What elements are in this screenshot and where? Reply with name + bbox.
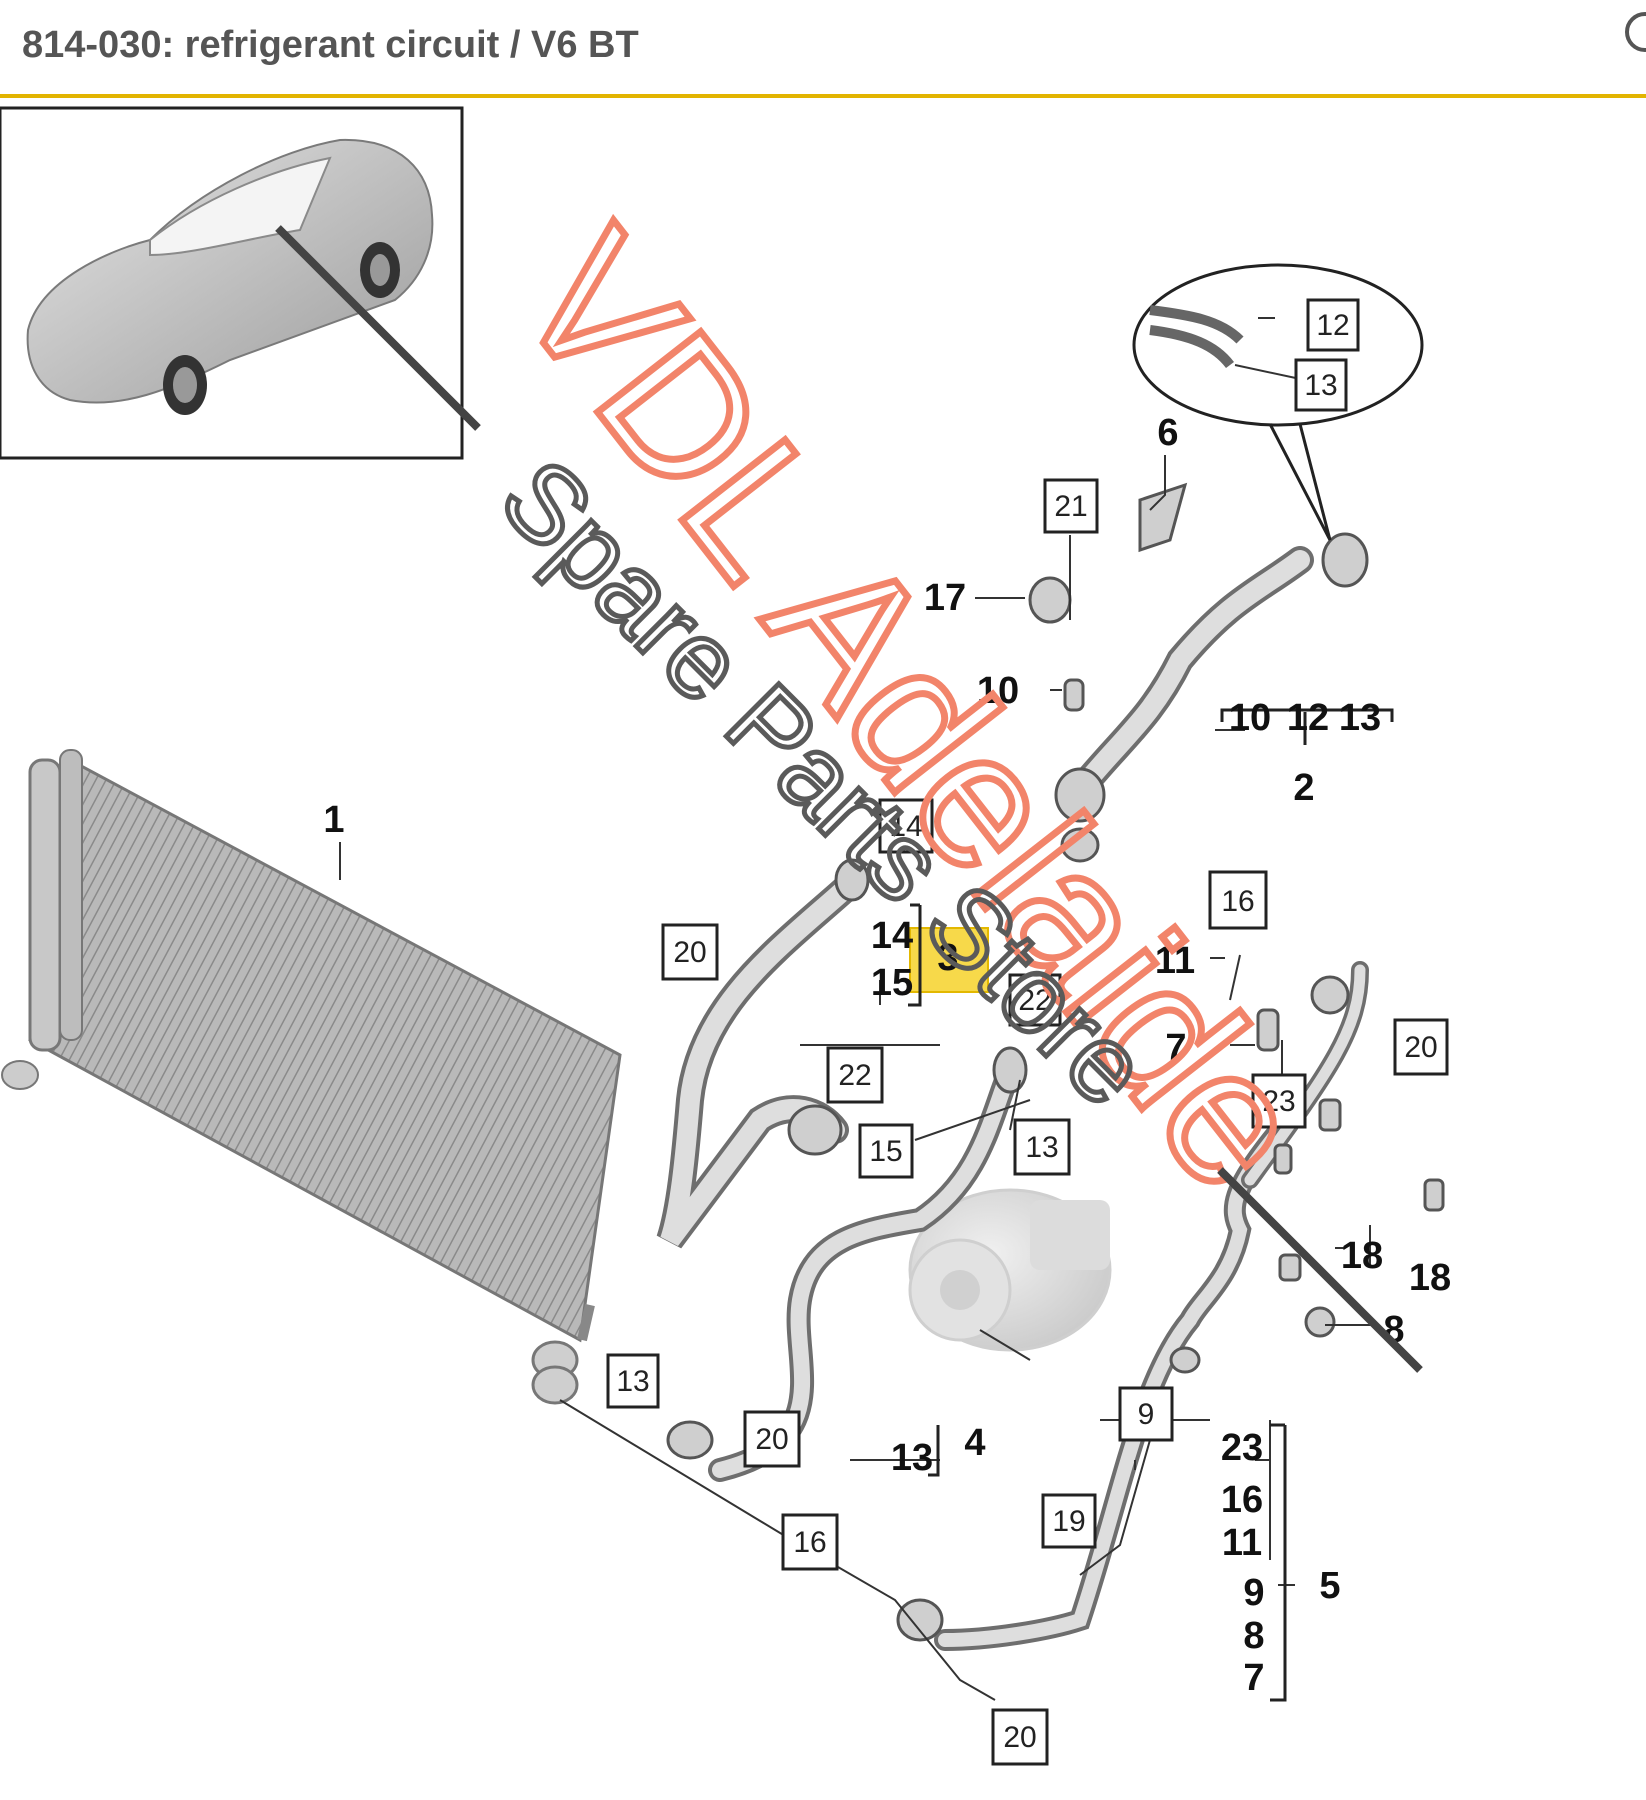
circle-icon[interactable] <box>1625 12 1646 52</box>
highlight-part-3 <box>909 927 989 993</box>
part-label-23[interactable]: 23 <box>1221 1427 1263 1469</box>
part-label-12-group[interactable]: 12 <box>1287 697 1329 739</box>
part-label-10-group[interactable]: 10 <box>1229 697 1271 739</box>
part-label-11[interactable]: 11 <box>1155 940 1195 982</box>
boxed-part-labels: 12 13 21 14 20 22 16 20 22 15 13 23 13 2… <box>606 298 1449 1766</box>
part-label-20[interactable]: 20 <box>743 1410 801 1468</box>
svg-text:19: 19 <box>1052 1505 1085 1538</box>
fittings <box>666 482 1445 1642</box>
part-label-23[interactable]: 23 <box>1251 1073 1307 1129</box>
part-label-9[interactable]: 9 <box>1118 1386 1174 1442</box>
svg-text:14: 14 <box>889 810 922 843</box>
part-label-13[interactable]: 13 <box>1013 1118 1071 1176</box>
header-divider <box>0 94 1646 98</box>
part-label-2[interactable]: 2 <box>1293 767 1314 809</box>
part-label-7[interactable]: 7 <box>1165 1027 1186 1069</box>
svg-text:13: 13 <box>616 1365 649 1398</box>
part-label-17[interactable]: 17 <box>924 577 966 619</box>
refrigerant-lines <box>656 546 1369 1651</box>
plain-part-labels: 6 17 10 10 12 13 2 1 14 3 15 11 7 18 18 … <box>323 412 1451 1699</box>
svg-text:16: 16 <box>793 1526 826 1559</box>
part-label-20[interactable]: 20 <box>661 923 719 981</box>
svg-text:9: 9 <box>1138 1398 1155 1431</box>
svg-text:20: 20 <box>755 1423 788 1456</box>
condenser[interactable] <box>1 749 622 1405</box>
svg-text:13: 13 <box>1025 1131 1058 1164</box>
part-label-18[interactable]: 18 <box>1341 1235 1383 1277</box>
svg-text:22: 22 <box>1018 984 1051 1017</box>
part-label-4[interactable]: 4 <box>964 1422 985 1464</box>
part-label-6[interactable]: 6 <box>1157 412 1178 454</box>
part-label-8[interactable]: 8 <box>1243 1615 1264 1657</box>
part-label-15[interactable]: 15 <box>858 1123 914 1179</box>
part-label-19[interactable]: 19 <box>1041 1493 1097 1549</box>
watermark-slash <box>275 225 481 431</box>
part-label-12[interactable]: 12 <box>1306 298 1360 352</box>
svg-text:12: 12 <box>1316 309 1349 342</box>
part-label-14[interactable]: 14 <box>878 798 934 854</box>
svg-text:15: 15 <box>869 1135 902 1168</box>
part-label-22[interactable]: 22 <box>826 1046 884 1104</box>
page-header: 814-030: refrigerant circuit / V6 BT <box>0 0 1646 98</box>
part-label-10[interactable]: 10 <box>977 670 1019 712</box>
part-label-16[interactable]: 16 <box>1221 1479 1263 1521</box>
part-label-9[interactable]: 9 <box>1243 1572 1264 1614</box>
part-label-21[interactable]: 21 <box>1043 478 1099 534</box>
part-label-13[interactable]: 13 <box>891 1437 933 1479</box>
svg-text:20: 20 <box>673 936 706 969</box>
part-label-18[interactable]: 18 <box>1409 1257 1451 1299</box>
page-title: 814-030: refrigerant circuit / V6 BT <box>22 24 639 66</box>
detail-callout <box>1132 263 1424 541</box>
svg-text:20: 20 <box>1003 1721 1036 1754</box>
watermark-slash <box>1217 1167 1423 1373</box>
part-label-22[interactable]: 22 <box>1008 973 1062 1027</box>
part-label-20[interactable]: 20 <box>1393 1018 1449 1076</box>
label-brackets <box>908 708 1394 1702</box>
part-label-13[interactable]: 13 <box>1294 358 1348 412</box>
svg-text:13: 13 <box>1304 369 1337 402</box>
svg-text:16: 16 <box>1221 885 1254 918</box>
svg-text:20: 20 <box>1404 1031 1437 1064</box>
part-label-16[interactable]: 16 <box>781 1513 839 1571</box>
part-label-16[interactable]: 16 <box>1208 870 1268 930</box>
vehicle-thumbnail[interactable] <box>0 106 464 460</box>
svg-text:23: 23 <box>1262 1085 1295 1118</box>
part-label-3[interactable]: 3 <box>937 937 958 979</box>
part-label-13-group[interactable]: 13 <box>1339 697 1381 739</box>
leader-lines <box>339 317 1375 1701</box>
svg-text:22: 22 <box>838 1059 871 1092</box>
part-label-13[interactable]: 13 <box>606 1353 660 1409</box>
part-label-15[interactable]: 15 <box>871 962 913 1004</box>
part-label-5[interactable]: 5 <box>1319 1565 1340 1607</box>
part-label-11[interactable]: 11 <box>1222 1522 1262 1564</box>
part-label-1[interactable]: 1 <box>323 799 344 841</box>
compressor[interactable] <box>908 1188 1112 1352</box>
part-label-7[interactable]: 7 <box>1243 1657 1264 1699</box>
part-label-20[interactable]: 20 <box>991 1708 1049 1766</box>
svg-text:21: 21 <box>1054 490 1087 523</box>
part-label-14[interactable]: 14 <box>871 915 913 957</box>
